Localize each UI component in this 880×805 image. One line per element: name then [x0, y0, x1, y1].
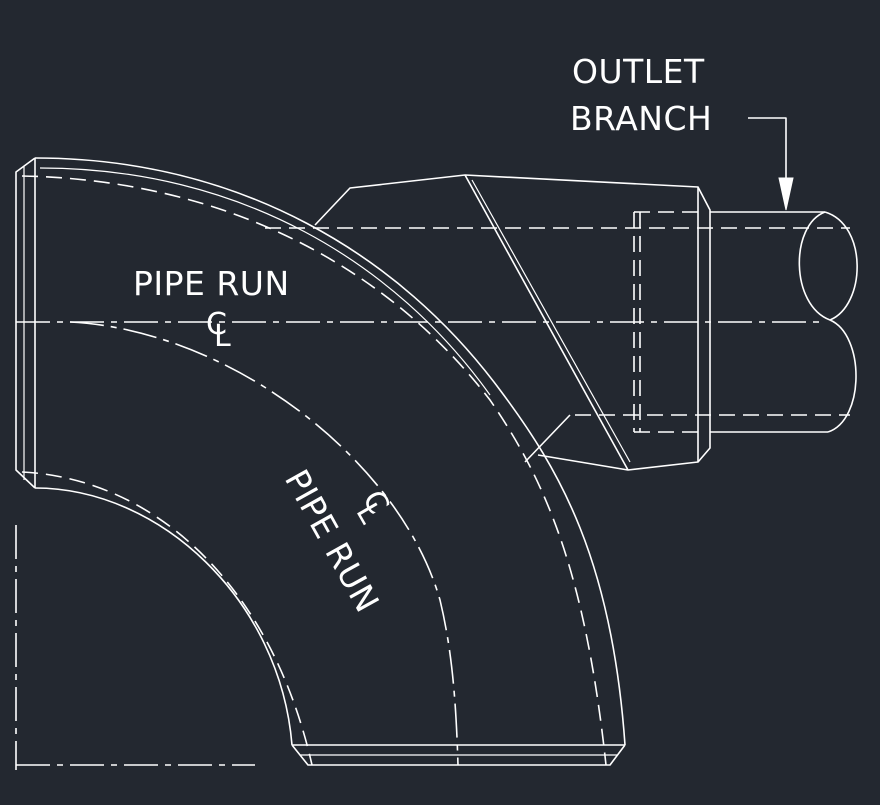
- branch-outlet-ridge: [464, 174, 629, 471]
- elbow-intrados-hidden: [21, 471, 313, 766]
- elbow-extrados-hidden: [21, 175, 607, 766]
- elbow-extrados: [34, 157, 626, 746]
- outlet-branch-leader: [748, 117, 794, 211]
- branch-pipe-break: [798, 211, 858, 433]
- elbow-inlet-bevel: [15, 157, 36, 489]
- centerline-symbol-curved: C L: [349, 485, 396, 530]
- centerline-l: L: [214, 319, 231, 354]
- branch-pipe: [265, 211, 858, 433]
- label-pipe-run-curved: PIPE RUN: [277, 463, 387, 619]
- leader-arrowhead: [778, 177, 794, 211]
- centerline-c: C: [206, 307, 227, 342]
- branch-outlet-bevel: [697, 186, 711, 463]
- branch-outlet-ridge-inner: [471, 179, 631, 463]
- elbow-extrados-inner: [39, 167, 491, 396]
- branch-outlet-lower-edge: [524, 414, 571, 463]
- elbow-centerline-curve: [69, 321, 459, 766]
- elbow-inlet-end: [15, 157, 36, 489]
- label-outlet: OUTLET: [572, 52, 705, 91]
- elbow-outlet-end: [291, 744, 626, 766]
- leader-line: [748, 117, 787, 182]
- elbow-intrados: [34, 487, 293, 746]
- centerline-symbol-horizontal: C L: [206, 307, 231, 354]
- label-pipe-run-horizontal: PIPE RUN: [133, 264, 290, 303]
- label-branch: BRANCH: [570, 99, 712, 138]
